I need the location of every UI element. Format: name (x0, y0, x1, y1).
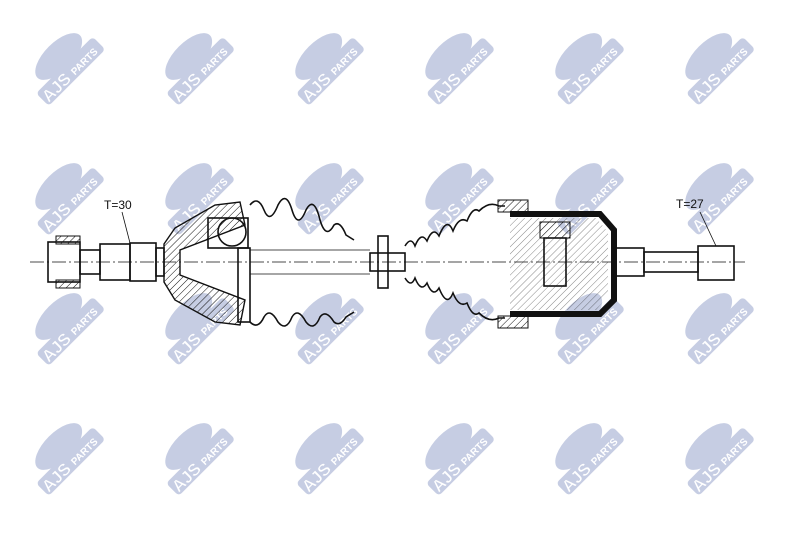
watermark-logo: AJS PARTS (295, 423, 364, 496)
leader-left (121, 211, 131, 244)
right-teeth-label: T=27 (676, 197, 704, 211)
tripod-housing (497, 199, 645, 329)
inner-stub (643, 245, 735, 281)
watermark-logo: AJS PARTS (295, 33, 364, 106)
leader-right (699, 211, 717, 247)
watermark-logo: AJS PARTS (35, 33, 104, 106)
inner-boot (404, 203, 505, 321)
left-teeth-label: T=30 (104, 198, 132, 212)
outer-spline (99, 242, 165, 282)
outer-boot (249, 197, 370, 327)
outer-cv-joint (163, 201, 251, 326)
shaft (369, 235, 406, 289)
watermark-logo: AJS PARTS (295, 163, 364, 236)
watermark-logo: AJS PARTS (35, 423, 104, 496)
watermark-logo: AJS PARTS (555, 33, 624, 106)
